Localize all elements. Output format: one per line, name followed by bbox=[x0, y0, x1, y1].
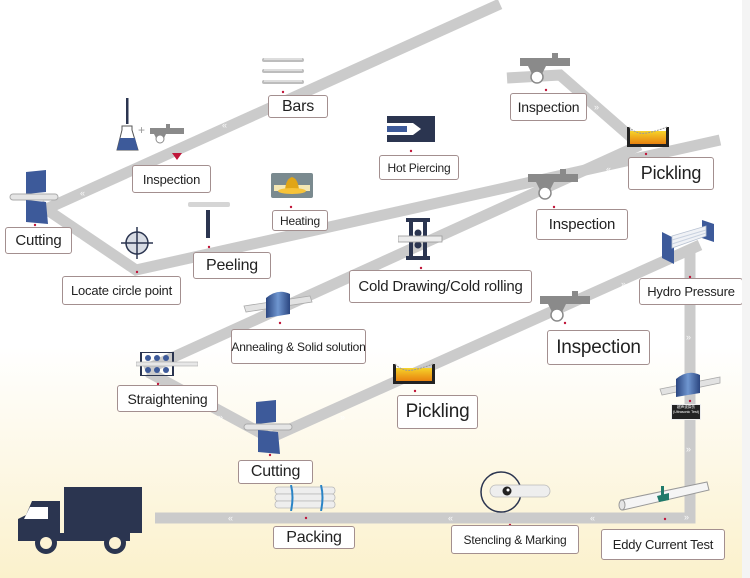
caliper-icon bbox=[540, 291, 590, 322]
direction-arrow: » bbox=[686, 444, 691, 454]
marker-dot bbox=[688, 399, 692, 403]
furnace-icon bbox=[271, 173, 313, 198]
direction-arrow: « bbox=[494, 220, 499, 230]
direction-arrow: » bbox=[342, 166, 347, 176]
furnace-roll-icon bbox=[243, 291, 313, 318]
ultrasonic-tester-icon bbox=[659, 372, 721, 397]
ultrasonic-test-label: 超声波探伤 (Ultrasonic Test) bbox=[671, 404, 701, 420]
direction-arrow: « bbox=[218, 344, 223, 354]
marker-dot bbox=[268, 453, 272, 457]
direction-arrow: « bbox=[590, 513, 595, 523]
direction-arrow: « bbox=[228, 513, 233, 523]
step-label-stenciling-marking: Stencling & Marking bbox=[451, 525, 579, 554]
step-label-locate-circle-point: Locate circle point bbox=[62, 276, 181, 305]
step-label-cutting-1: Cutting bbox=[5, 227, 72, 254]
direction-arrow: » bbox=[485, 99, 490, 109]
direction-arrow: » bbox=[168, 246, 173, 256]
path-segment-3 bbox=[506, 69, 644, 150]
step-label-cutting-2: Cutting bbox=[238, 460, 313, 484]
direction-arrow: » bbox=[621, 279, 626, 289]
marker-dot bbox=[544, 88, 548, 92]
bundled-pipes-icon bbox=[274, 485, 336, 511]
step-label-peeling: Peeling bbox=[193, 252, 271, 279]
caliper-icon bbox=[520, 53, 570, 84]
step-label-packing: Packing bbox=[273, 526, 355, 549]
marker-dot bbox=[304, 516, 308, 520]
path-segment-6 bbox=[155, 250, 696, 524]
marker-dot bbox=[207, 245, 211, 249]
step-label-annealing: Annealing & Solid solution bbox=[231, 329, 366, 364]
marker-dot bbox=[409, 149, 413, 153]
peeling-tool-icon bbox=[188, 202, 230, 238]
marker-dot bbox=[289, 205, 293, 209]
flask-and-caliper-icon: + bbox=[116, 98, 184, 151]
step-label-eddy-current-test: Eddy Current Test bbox=[601, 529, 725, 560]
marker-dot bbox=[563, 321, 567, 325]
step-label-pickling-2: Pickling bbox=[397, 395, 478, 429]
direction-arrow: « bbox=[606, 164, 611, 174]
straightener-icon bbox=[136, 352, 198, 376]
acid-tank-icon bbox=[393, 363, 435, 384]
direction-arrow: » bbox=[340, 412, 345, 422]
step-label-hydro-pressure: Hydro Pressure bbox=[639, 278, 743, 305]
eddy-current-icon bbox=[618, 481, 710, 511]
direction-arrow: » bbox=[686, 332, 691, 342]
direction-arrow: » bbox=[684, 512, 689, 522]
bars-stack-icon bbox=[262, 58, 304, 84]
step-label-pickling-1: Pickling bbox=[628, 157, 714, 190]
direction-arrow: » bbox=[218, 412, 223, 422]
marking-stamp-icon bbox=[480, 471, 551, 513]
svg-text:+: + bbox=[138, 123, 145, 137]
step-label-bars: Bars bbox=[268, 95, 328, 118]
marker-dot bbox=[419, 266, 423, 270]
marker-dot bbox=[663, 517, 667, 521]
marker-dot bbox=[281, 90, 285, 94]
caliper-icon bbox=[528, 169, 578, 200]
cutter-icon bbox=[243, 400, 293, 454]
step-label-inspection-3: Inspection bbox=[536, 209, 628, 240]
step-label-cold-drawing: Cold Drawing/Cold rolling bbox=[349, 270, 532, 303]
truck-icon[interactable] bbox=[18, 487, 144, 557]
path-segment-2 bbox=[36, 134, 722, 276]
step-label-straightening: Straightening bbox=[117, 385, 218, 412]
marker-dot bbox=[552, 205, 556, 209]
marker-dot bbox=[644, 152, 648, 156]
direction-arrow: » bbox=[76, 234, 81, 244]
direction-arrow: » bbox=[594, 102, 599, 112]
cutter-icon bbox=[9, 170, 59, 224]
marker-dot bbox=[33, 223, 37, 227]
step-label-heating: Heating bbox=[272, 210, 328, 231]
direction-arrow: « bbox=[448, 513, 453, 523]
step-label-inspection-4: Inspection bbox=[547, 330, 650, 365]
acid-tank-icon bbox=[627, 126, 669, 147]
marker-dot bbox=[135, 270, 139, 274]
direction-arrow: « bbox=[80, 188, 85, 198]
path-segment-4 bbox=[142, 139, 643, 376]
marker-dot bbox=[688, 275, 692, 279]
marker-dot bbox=[278, 321, 282, 325]
direction-arrow: « bbox=[222, 120, 227, 130]
step-label-hot-piercing: Hot Piercing bbox=[379, 155, 459, 180]
rolling-mill-icon bbox=[398, 218, 443, 260]
step-label-inspection-1: Inspection bbox=[132, 165, 211, 193]
marker-dot bbox=[156, 382, 160, 386]
direction-arrow: » bbox=[238, 215, 243, 225]
marker-triangle bbox=[172, 153, 182, 160]
hydro-tester-icon bbox=[662, 220, 714, 264]
marker-dot bbox=[413, 389, 417, 393]
piercing-die-icon bbox=[387, 116, 435, 142]
step-label-inspection-2: Inspection bbox=[510, 93, 587, 121]
crosshair-icon bbox=[121, 227, 153, 259]
